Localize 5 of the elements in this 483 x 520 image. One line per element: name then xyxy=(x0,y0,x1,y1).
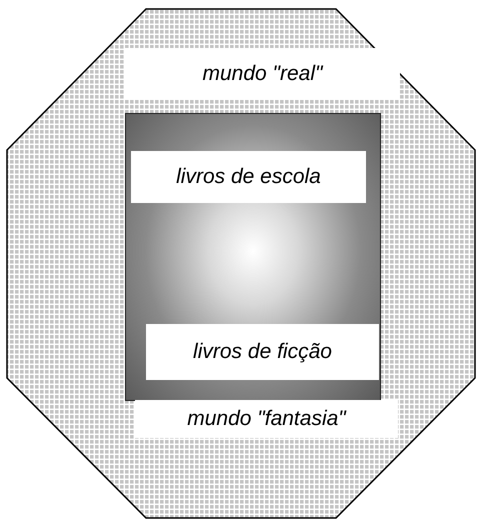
text-label: livros de ficção xyxy=(146,324,379,380)
text-label: mundo "real" xyxy=(125,48,400,100)
text-label: mundo "fantasia" xyxy=(135,400,398,438)
text-label: livros de escola xyxy=(131,151,366,203)
gradient-panel xyxy=(125,113,381,401)
